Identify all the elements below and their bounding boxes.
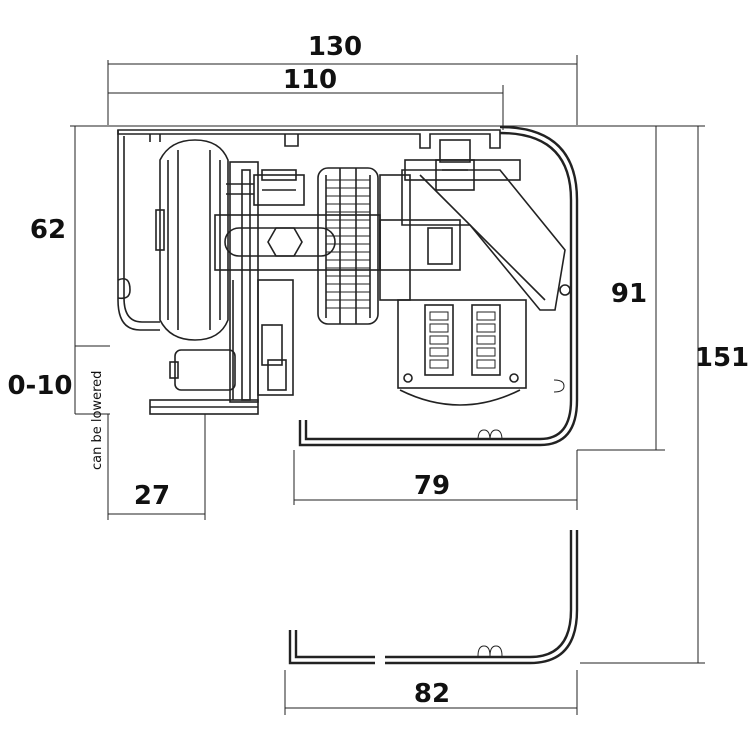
dim-bracket-width: 27 bbox=[134, 481, 170, 511]
angled-bracket bbox=[379, 139, 571, 311]
drive-wheel bbox=[155, 139, 229, 341]
dim-lowering: 0-10 bbox=[7, 371, 72, 401]
gear-teeth bbox=[326, 179, 370, 309]
dim-lowering-note: can be lowered bbox=[90, 371, 105, 470]
cover-upper-clip bbox=[477, 379, 565, 441]
terminal-blocks bbox=[429, 311, 496, 369]
cover-lower-clip bbox=[477, 645, 503, 657]
cover-upper bbox=[298, 125, 579, 447]
cover-lower bbox=[288, 530, 579, 665]
gearmotor bbox=[169, 279, 294, 400]
dim-width-inner: 110 bbox=[283, 65, 337, 95]
dim-height-overall: 151 bbox=[695, 343, 749, 373]
dim-width-overall: 130 bbox=[308, 32, 362, 62]
dimension-lines bbox=[70, 55, 705, 715]
dim-cover-depth-upper: 79 bbox=[414, 471, 450, 501]
dim-height-left: 62 bbox=[30, 215, 66, 245]
control-box bbox=[397, 299, 527, 406]
dim-cover-depth-lower: 82 bbox=[414, 679, 450, 709]
dim-height-right: 91 bbox=[611, 279, 647, 309]
rail-profile bbox=[117, 129, 501, 331]
mounting-bracket bbox=[149, 399, 259, 415]
gear-disc bbox=[317, 167, 379, 325]
